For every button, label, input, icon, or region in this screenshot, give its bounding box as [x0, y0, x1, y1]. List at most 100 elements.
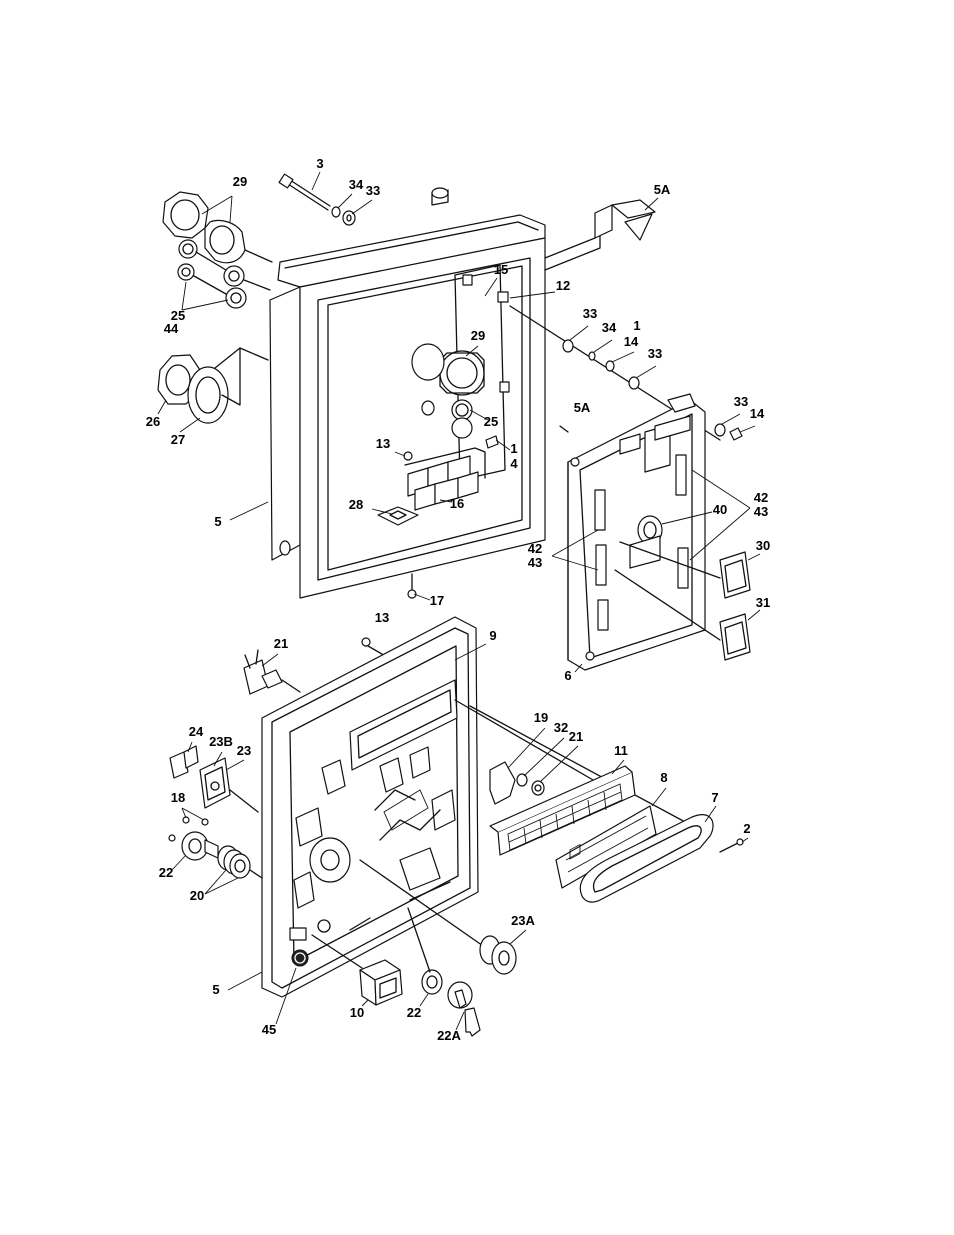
callout-label-2: 2 — [743, 821, 750, 836]
callout-label-11: 11 — [614, 743, 628, 758]
callout-label-44: 44 — [164, 321, 179, 336]
callout-label-1: 1 — [633, 318, 640, 333]
callout-label-12: 12 — [556, 278, 570, 293]
callout-label-17: 17 — [430, 593, 444, 608]
washer-27 — [179, 347, 269, 433]
callout-label-33: 33 — [734, 394, 748, 409]
pushbutton-23a — [359, 859, 527, 975]
bezel-7 — [579, 805, 717, 903]
callout-label-22: 22 — [159, 865, 173, 880]
callout-label-42: 42 — [754, 490, 768, 505]
callout-label-1: 1 — [510, 441, 517, 456]
callout-label-43: 43 — [754, 504, 768, 519]
callout-label-27: 27 — [171, 432, 185, 447]
callout-label-5: 5 — [214, 514, 221, 529]
leader-33-top — [351, 199, 373, 215]
callout-label-5a: 5A — [654, 182, 671, 197]
leader-5a-top — [644, 197, 659, 211]
callout-label-45: 45 — [262, 1022, 276, 1037]
membrane-label-8 — [555, 787, 667, 889]
contact-block-23-23b — [199, 751, 259, 813]
callout-label-23b: 23B — [209, 734, 233, 749]
toggle-switch-21 — [243, 649, 301, 695]
callout-label-22: 22 — [407, 1005, 421, 1020]
callout-label-4: 4 — [510, 456, 518, 471]
keypad-frame-11 — [489, 759, 636, 856]
front-panel — [261, 616, 701, 1025]
leader-25-inside — [469, 409, 489, 421]
callout-label-25: 25 — [484, 414, 498, 429]
callout-label-21: 21 — [569, 729, 583, 744]
callout-label-34: 34 — [602, 320, 617, 335]
nut-22-lower — [419, 969, 443, 1007]
callout-label-3: 3 — [316, 156, 323, 171]
leader-13-upper — [394, 451, 406, 457]
callout-label-42: 42 — [528, 541, 542, 556]
leader-5-lower — [227, 971, 263, 991]
callout-label-9: 9 — [489, 628, 496, 643]
callout-label-29: 29 — [471, 328, 485, 343]
callout-label-14: 14 — [624, 334, 639, 349]
callout-label-24: 24 — [189, 724, 204, 739]
callout-label-28: 28 — [349, 497, 363, 512]
callout-label-33: 33 — [648, 346, 662, 361]
enclosure-box — [269, 187, 569, 599]
leader-5-upper — [229, 501, 269, 521]
key-switch-22-left — [171, 831, 219, 871]
relay-block — [404, 447, 486, 511]
callout-label-34: 34 — [349, 177, 364, 192]
gland-fitting-29 — [162, 191, 273, 264]
callout-label-19: 19 — [534, 710, 548, 725]
circuit-board-6 — [551, 393, 751, 673]
callout-label-33: 33 — [366, 183, 380, 198]
callout-label-13: 13 — [375, 610, 389, 625]
callout-label-7: 7 — [711, 790, 718, 805]
leader-3 — [311, 171, 321, 191]
callout-label-40: 40 — [713, 502, 727, 517]
callout-label-26: 26 — [146, 414, 160, 429]
callout-label-33: 33 — [583, 306, 597, 321]
hour-meter-10 — [311, 934, 403, 1007]
plug-connectors-30-31 — [614, 541, 761, 661]
callout-label-32: 32 — [554, 720, 568, 735]
callout-label-29: 29 — [233, 174, 247, 189]
callout-label-20: 20 — [190, 888, 204, 903]
callout-label-23: 23 — [237, 743, 251, 758]
callout-label-21: 21 — [274, 636, 288, 651]
callout-label-15: 15 — [494, 262, 508, 277]
callout-label-5: 5 — [212, 982, 219, 997]
callout-label-13: 13 — [376, 436, 390, 451]
washers-34-33 — [331, 206, 356, 226]
bolt-3 — [278, 173, 331, 211]
leader-17 — [413, 593, 431, 601]
leader-28 — [371, 508, 393, 515]
callout-label-25: 25 — [171, 308, 185, 323]
bracket-19-nuts — [489, 727, 579, 805]
callout-label-16: 16 — [450, 496, 464, 511]
callout-label-10: 10 — [350, 1005, 364, 1020]
fittings-25-44 — [177, 239, 271, 311]
screws-18 — [168, 807, 209, 842]
callout-label-23a: 23A — [511, 913, 535, 928]
leader-1-4 — [495, 439, 511, 451]
latch-5a-top — [544, 199, 656, 271]
switch-24 — [169, 741, 199, 779]
callout-label-30: 30 — [756, 538, 770, 553]
callout-label-8: 8 — [660, 770, 667, 785]
spring-20 — [204, 845, 263, 895]
leader-29-inside — [465, 345, 479, 357]
leader-34-top — [337, 193, 353, 209]
screw-2 — [719, 837, 749, 853]
callout-label-5a: 5A — [574, 400, 591, 415]
callout-label-43: 43 — [528, 555, 542, 570]
key-22a — [407, 907, 481, 1037]
callout-label-31: 31 — [756, 595, 770, 610]
callout-label-6: 6 — [564, 668, 571, 683]
callout-label-18: 18 — [171, 790, 185, 805]
callout-label-14: 14 — [750, 406, 765, 421]
callout-label-22a: 22A — [437, 1028, 461, 1043]
leader-16 — [439, 499, 453, 503]
